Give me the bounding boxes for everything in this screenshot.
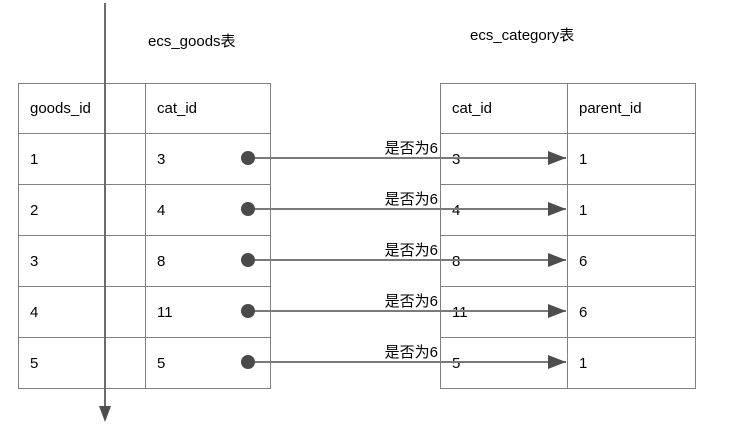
spacer-cell — [105, 235, 146, 287]
arrow-right-icon — [548, 151, 566, 165]
connector-line — [248, 157, 566, 159]
parent-id-cell: 6 — [567, 286, 696, 338]
goods-id-cell: 4 — [18, 286, 106, 338]
spacer-cell — [105, 337, 146, 389]
arrow-right-icon — [548, 253, 566, 267]
parent-id-cell: 1 — [567, 133, 696, 185]
cat-id-cell: 8 — [440, 235, 568, 287]
arrow-right-icon — [548, 304, 566, 318]
spacer-cell — [105, 286, 146, 338]
table-row: 5 5 — [18, 337, 271, 389]
category-cat-id-header-cell: cat_id — [440, 83, 568, 134]
table-row: 8 6 — [440, 235, 696, 287]
parent-id-cell: 1 — [567, 337, 696, 389]
vertical-flow-line — [104, 3, 106, 407]
arrow-right-icon — [548, 202, 566, 216]
category-header-row: cat_id parent_id — [440, 83, 696, 134]
connector-dot — [241, 202, 255, 216]
table-row: 4 11 — [18, 286, 271, 338]
table-row: 1 3 — [18, 133, 271, 185]
connector-line — [248, 259, 566, 261]
table-row: 4 1 — [440, 184, 696, 236]
parent-id-cell: 1 — [567, 184, 696, 236]
table-row: 3 8 — [18, 235, 271, 287]
arrow-right-icon — [548, 355, 566, 369]
connector-dot — [241, 304, 255, 318]
connector-line — [248, 361, 566, 363]
connector-dot — [241, 355, 255, 369]
connector-label: 是否为6 — [384, 293, 438, 310]
spacer-cell — [105, 184, 146, 236]
connector-line — [248, 310, 566, 312]
goods-id-cell: 1 — [18, 133, 106, 185]
cat-id-cell: 3 — [440, 133, 568, 185]
right-table-title: ecs_category表 — [470, 27, 575, 44]
goods-cat-id-header-cell: cat_id — [145, 83, 271, 134]
connector-label: 是否为6 — [384, 344, 438, 361]
connector-label: 是否为6 — [384, 140, 438, 157]
table-row: 3 1 — [440, 133, 696, 185]
cat-id-cell: 5 — [440, 337, 568, 389]
connector-label: 是否为6 — [384, 191, 438, 208]
ecs-category-table: cat_id parent_id 3 1 4 1 8 6 11 6 5 1 — [440, 83, 696, 389]
connector-line — [248, 208, 566, 210]
table-row: 2 4 — [18, 184, 271, 236]
arrow-down-icon — [99, 406, 111, 422]
category-parent-id-header-cell: parent_id — [567, 83, 696, 134]
connector-dot — [241, 253, 255, 267]
connector-label: 是否为6 — [384, 242, 438, 259]
goods-header-row: goods_id cat_id — [18, 83, 271, 134]
connector-dot — [241, 151, 255, 165]
spacer-cell — [105, 133, 146, 185]
goods-id-header-cell: goods_id — [18, 83, 106, 134]
goods-spacer-header-cell — [105, 83, 146, 134]
ecs-goods-table: goods_id cat_id 1 3 2 4 3 8 4 11 5 5 — [18, 83, 271, 389]
goods-id-cell: 5 — [18, 337, 106, 389]
goods-id-cell: 3 — [18, 235, 106, 287]
table-row: 5 1 — [440, 337, 696, 389]
parent-id-cell: 6 — [567, 235, 696, 287]
goods-id-cell: 2 — [18, 184, 106, 236]
left-table-title: ecs_goods表 — [148, 33, 236, 50]
table-row: 11 6 — [440, 286, 696, 338]
